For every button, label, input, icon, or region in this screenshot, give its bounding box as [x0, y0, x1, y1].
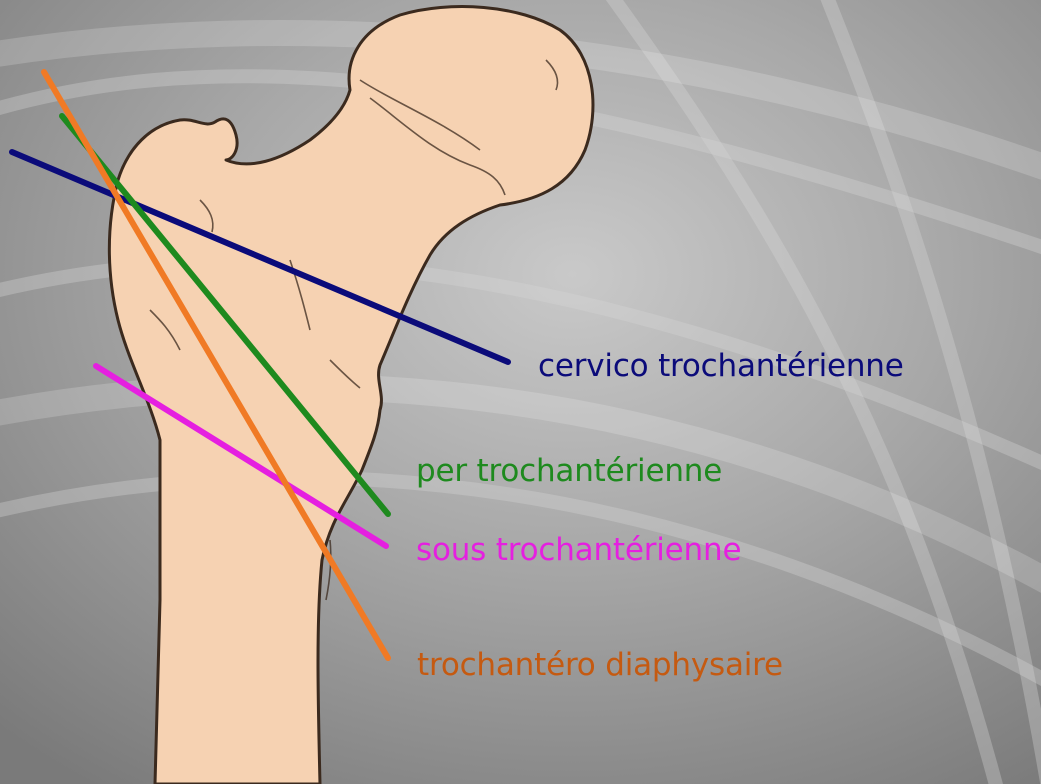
label-per-trochanterienne: per trochantérienne	[416, 456, 722, 487]
label-cervico-trochanterienne: cervico trochantérienne	[538, 351, 904, 382]
label-trochantero-diaphysaire: trochantéro diaphysaire	[417, 650, 783, 681]
label-sous-trochanterienne: sous trochantérienne	[416, 535, 741, 566]
